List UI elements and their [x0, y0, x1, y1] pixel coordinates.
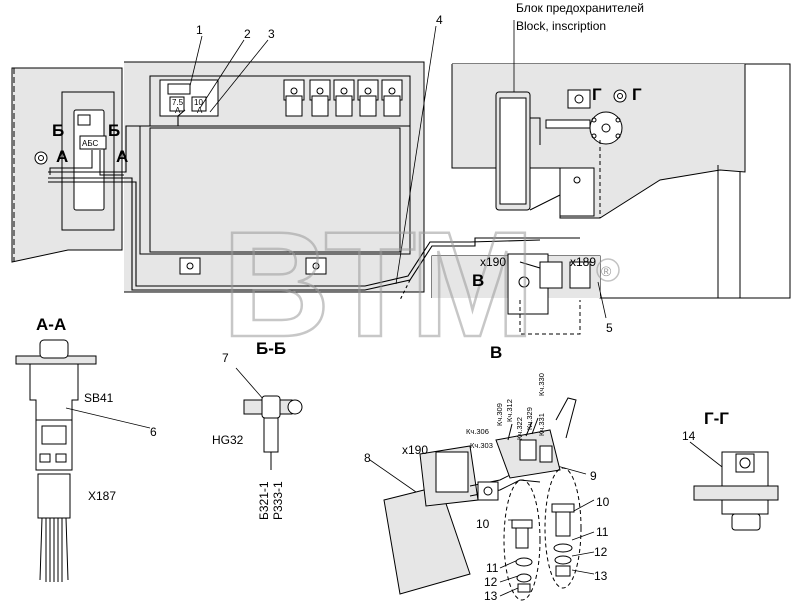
section-mark-g-right: Г	[632, 85, 642, 104]
callout-10-left: 10	[476, 517, 490, 531]
section-mark-b-right: Б	[108, 121, 120, 140]
lamp-hg32: HG32	[212, 433, 244, 447]
wire-k322: Кч.322	[515, 417, 524, 440]
detail-v-bracket	[383, 397, 582, 601]
connector-x187: X187	[88, 489, 116, 503]
left-panel	[11, 67, 130, 263]
wire-k306: Кч.306	[466, 427, 489, 436]
cab-section	[431, 63, 791, 335]
wire-k331: Кч.331	[537, 413, 546, 436]
callout-9: 9	[590, 469, 597, 483]
connector-x190-main: x190	[480, 255, 506, 269]
wire-b321: Б321-1	[257, 481, 271, 520]
section-mark-b-left: Б	[52, 121, 64, 140]
callout-1: 1	[196, 23, 203, 37]
connector-x189: x189	[570, 255, 596, 269]
section-mark-a-left: А	[56, 147, 68, 166]
callout-12-left: 12	[484, 575, 498, 589]
detail-bb-lamp	[243, 395, 303, 470]
callout-11-right: 11	[596, 525, 609, 539]
view-title-v: В	[490, 343, 502, 362]
callout-13-right: 13	[594, 569, 608, 583]
callout-14: 14	[682, 429, 696, 443]
callout-12-right: 12	[594, 545, 608, 559]
relay-row	[283, 79, 403, 117]
abs-switch-label: АБС	[82, 139, 98, 148]
callout-2: 2	[244, 27, 251, 41]
wire-k312: Кч.312	[505, 399, 514, 422]
fuse-unit-1: А	[175, 106, 181, 115]
view-title-gg: Г-Г	[704, 409, 729, 428]
wire-p333: Р333-1	[271, 481, 285, 520]
view-title-bb: Б-Б	[256, 339, 286, 358]
wire-k330: Кч.330	[537, 373, 546, 396]
connector-x190-detail: x190	[402, 443, 428, 457]
wire-k303: Кч.303	[470, 441, 493, 450]
wire-k309: Кч.309	[495, 403, 504, 426]
view-mark-v: В	[472, 271, 484, 290]
callout-3: 3	[268, 27, 275, 41]
leader-lines	[65, 20, 727, 597]
callout-10-right: 10	[596, 495, 610, 509]
callout-5: 5	[606, 321, 613, 335]
wire-k329: Кч.329	[525, 407, 534, 430]
fuse-rating-1: 7.5	[172, 98, 184, 107]
fuse-block-title-ru: Блок предохранителей	[516, 1, 644, 15]
switch-sb41: SB41	[84, 391, 114, 405]
section-mark-a-right: А	[116, 147, 128, 166]
section-mark-g-left: Г	[592, 85, 602, 104]
callout-7: 7	[222, 351, 229, 365]
callout-4: 4	[436, 13, 443, 27]
registered-mark: ®	[601, 263, 612, 279]
callout-8: 8	[364, 451, 371, 465]
main-harness	[48, 109, 580, 301]
fuse-rating-2: 10	[194, 98, 203, 107]
detail-gg-sensor	[693, 451, 779, 531]
fuse-unit-2: А	[197, 106, 203, 115]
callout-6: 6	[150, 425, 157, 439]
callout-13-left: 13	[484, 589, 498, 603]
callout-11-left: 11	[486, 561, 499, 575]
fuse-block-title-en: Block, inscription	[516, 19, 606, 33]
watermark-text: BTM	[222, 200, 529, 368]
view-title-aa: А-А	[36, 315, 66, 334]
dashboard-unit	[124, 61, 425, 293]
detail-aa-switch	[15, 339, 97, 582]
